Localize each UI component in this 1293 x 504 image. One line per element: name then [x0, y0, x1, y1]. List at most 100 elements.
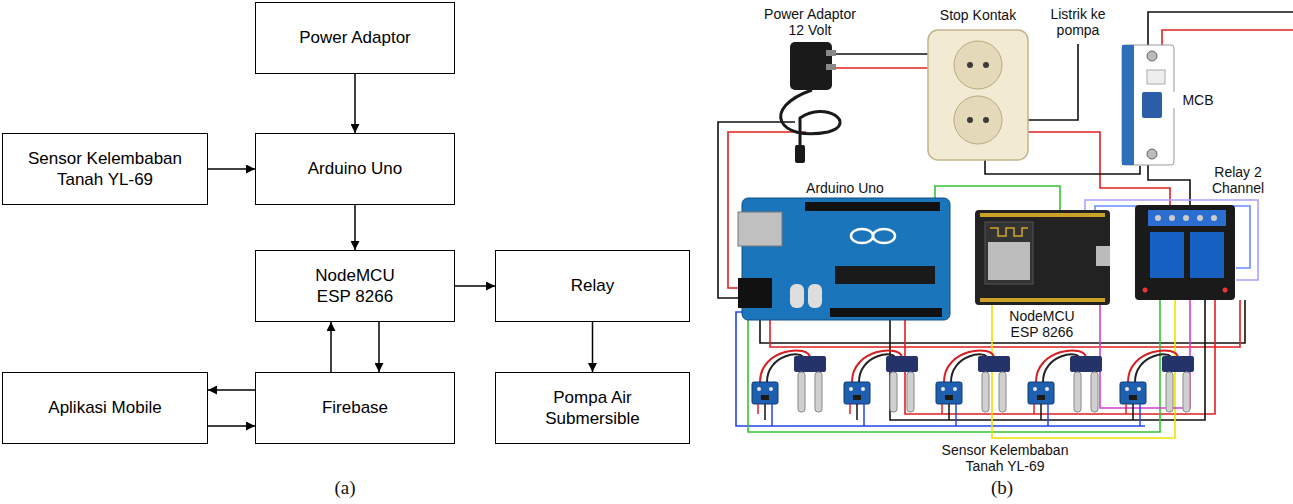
- stop-kontak: [928, 30, 1028, 160]
- arduino-board: [808, 284, 822, 308]
- flow-arrow: [208, 389, 255, 391]
- part-label: MCB: [1173, 92, 1223, 108]
- wire: [1162, 30, 1293, 46]
- part-label: Arduino Uno: [785, 180, 905, 196]
- power-adaptor: [795, 145, 805, 163]
- wire: [718, 12, 1293, 438]
- mcb: [1122, 45, 1134, 165]
- arduino-board: [805, 202, 940, 211]
- nodemcu-board: [985, 222, 1033, 284]
- relay-module: [1169, 215, 1175, 221]
- flow-arrow: [354, 74, 356, 133]
- power-adaptor: [781, 90, 840, 146]
- wire: [985, 160, 1140, 174]
- soil-sensors: [844, 350, 918, 426]
- arduino-board: [738, 198, 950, 320]
- box-text: Pompa Air Submersible: [530, 387, 655, 430]
- power-adaptor: [826, 50, 836, 56]
- part-label: Stop Kontak: [928, 7, 1028, 23]
- arduino-board: [835, 266, 935, 284]
- wire: [736, 312, 1145, 426]
- flow-arrow: [378, 322, 380, 372]
- relay-module: [1183, 215, 1189, 221]
- soil-sensors: [752, 350, 1194, 426]
- part-label: Listrik ke pompa: [1038, 6, 1118, 38]
- power-adaptor: [781, 42, 840, 163]
- soil-sensors: [1120, 350, 1194, 426]
- process-box: NodeMCU ESP 8266: [255, 250, 455, 322]
- nodemcu-board: [1096, 246, 1110, 266]
- part-label: Relay 2 Channel: [1203, 164, 1273, 196]
- process-box: Pompa Air Submersible: [495, 372, 690, 444]
- nodemcu-board: [980, 298, 1105, 302]
- process-box: Relay: [495, 250, 690, 322]
- flow-arrow: [592, 322, 594, 372]
- arduino-board: [873, 229, 895, 243]
- flow-arrow: [354, 205, 356, 250]
- soil-sensors: [936, 350, 1010, 426]
- relay-module: [1148, 210, 1226, 226]
- mcb: [1142, 92, 1162, 118]
- flow-arrow: [208, 425, 255, 427]
- power-adaptor: [826, 64, 836, 70]
- nodemcu-board: [975, 210, 1110, 305]
- arduino-board: [830, 308, 942, 317]
- relay-module: [1135, 205, 1235, 300]
- stop-kontak: [967, 117, 973, 123]
- nodemcu-board: [980, 213, 1105, 217]
- power-adaptor: [790, 42, 832, 90]
- stop-kontak: [954, 96, 1002, 144]
- box-text: Aplikasi Mobile: [48, 397, 161, 418]
- wire: [935, 186, 1060, 212]
- flow-arrow: [455, 285, 495, 287]
- mcb: [1147, 70, 1165, 84]
- nodemcu-board: [975, 210, 1110, 305]
- box-text: Arduino Uno: [308, 158, 403, 179]
- box-text: Firebase: [322, 397, 388, 418]
- panel-label: (a): [320, 477, 370, 499]
- arduino-board: [790, 284, 804, 308]
- soil-sensors: [1028, 350, 1102, 426]
- mcb: [1147, 51, 1157, 61]
- process-box: Arduino Uno: [255, 133, 455, 205]
- mcb: [1147, 149, 1157, 159]
- box-text: NodeMCU ESP 8266: [300, 265, 410, 308]
- relay-module: [1143, 288, 1148, 293]
- box-text: Relay: [571, 275, 614, 296]
- relay-module: [1197, 215, 1203, 221]
- wire: [1148, 12, 1293, 46]
- relay-module: [1223, 288, 1228, 293]
- nodemcu-board: [990, 228, 1028, 236]
- wire: [1148, 165, 1190, 210]
- arduino-board: [738, 212, 782, 246]
- relay-module: [1190, 232, 1224, 278]
- part-label: Sensor Kelembaban Tanah YL-69: [930, 442, 1080, 474]
- flow-arrow: [208, 168, 255, 170]
- panel-label: (b): [977, 477, 1027, 499]
- process-box: Firebase: [255, 372, 455, 444]
- soil-sensors: [752, 350, 826, 426]
- box-text: Sensor Kelembaban Tanah YL-69: [15, 148, 195, 191]
- stop-kontak: [983, 62, 989, 68]
- stop-kontak: [954, 41, 1002, 89]
- mcb: [1122, 45, 1174, 165]
- process-box: Power Adaptor: [255, 2, 455, 74]
- nodemcu-board: [988, 242, 1030, 280]
- stop-kontak: [928, 30, 1028, 160]
- flow-arrow: [330, 322, 332, 372]
- stop-kontak: [983, 117, 989, 123]
- relay-module: [1155, 215, 1161, 221]
- wire: [992, 300, 1175, 438]
- part-label: NodeMCU ESP 8266: [1002, 308, 1082, 340]
- part-label: Power Adaptor 12 Volt: [755, 6, 865, 38]
- arduino-board: [738, 278, 772, 308]
- relay-module: [1135, 205, 1235, 300]
- process-box: Aplikasi Mobile: [2, 372, 208, 444]
- arduino-board: [851, 229, 873, 243]
- mcb: [1122, 45, 1174, 165]
- relay-module: [1150, 232, 1184, 278]
- stop-kontak: [967, 62, 973, 68]
- box-text: Power Adaptor: [299, 27, 411, 48]
- relay-module: [1211, 215, 1217, 221]
